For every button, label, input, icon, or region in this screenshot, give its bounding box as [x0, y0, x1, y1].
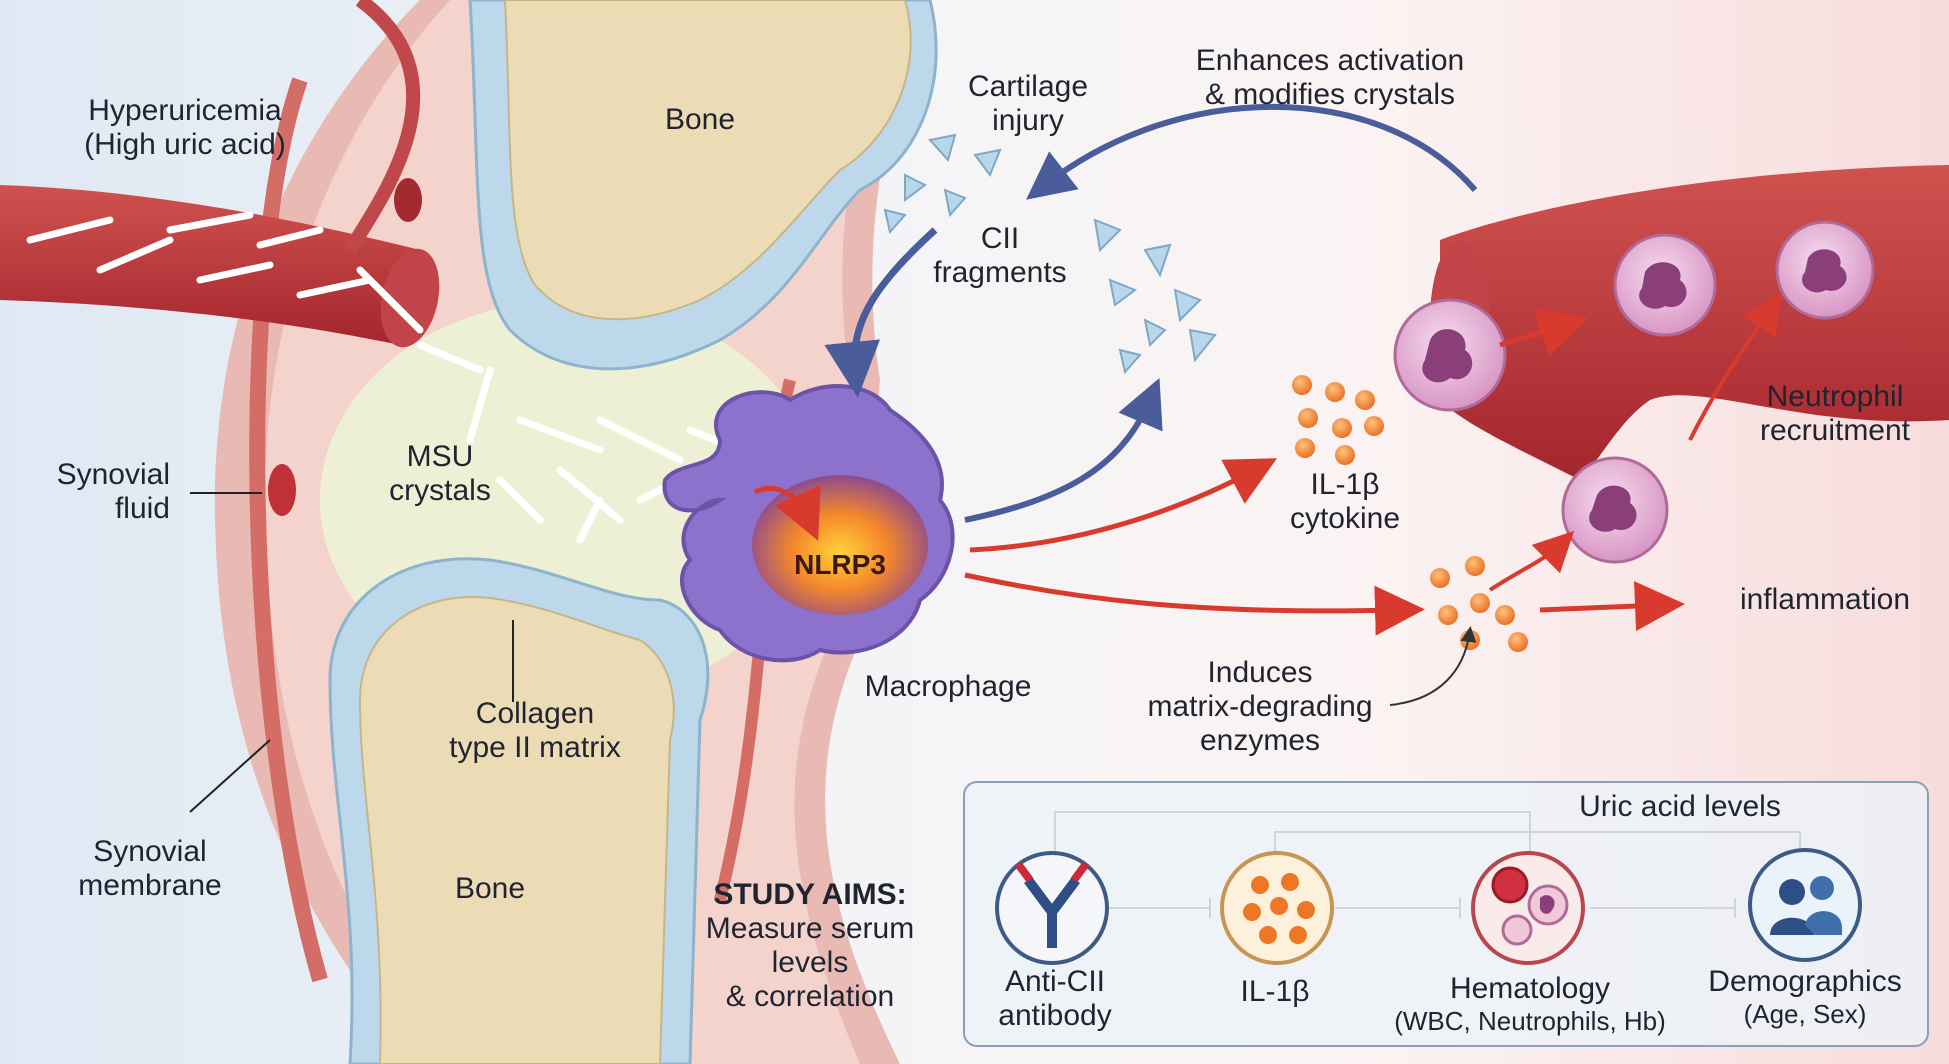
cii-fragments: [883, 133, 1217, 375]
induces-text-2: matrix-degrading: [1147, 690, 1373, 723]
cartilage-injury-label: Cartilage injury: [958, 70, 1098, 138]
anti-cii-antibody-label: Anti-CII antibody: [980, 965, 1130, 1033]
antibody-icon: [995, 851, 1109, 965]
il1b-cytokine-text-2: cytokine: [1289, 502, 1401, 535]
synovial-fluid-label: Synovial fluid: [40, 458, 170, 526]
study-aims-title: STUDY AIMS:: [713, 878, 907, 911]
cii-fragments-label: CII fragments: [925, 222, 1075, 290]
synovial-fluid-text-1: Synovial: [56, 458, 170, 491]
enhances-text-1: Enhances activation: [1195, 44, 1465, 77]
macrophage-label: Macrophage: [864, 670, 1032, 703]
synovial-membrane-label: Synovial membrane: [60, 835, 240, 903]
enhances-activation-label: Enhances activation & modifies crystals: [1170, 44, 1490, 112]
induces-text-3: enzymes: [1199, 724, 1321, 757]
il1b-cytokine-text-1: IL-1β: [1310, 468, 1380, 501]
hyperuricemia-text: Hyperuricemia: [88, 94, 282, 127]
inflammation-label: inflammation: [1739, 583, 1911, 616]
collagen-text-1: Collagen: [475, 697, 595, 730]
bone-bottom: [328, 557, 710, 1064]
neutrophils: [1393, 220, 1875, 564]
high-uric-acid-text: (High uric acid): [84, 128, 286, 161]
msu-text-1: MSU: [406, 440, 474, 473]
demographics-text-1: Demographics: [1708, 965, 1902, 998]
msu-crystals-label: MSU crystals: [380, 440, 500, 508]
nlrp3-label: NLRP3: [794, 549, 886, 580]
blood-cells-icon: [1471, 851, 1585, 965]
collagen-text-2: type II matrix: [449, 731, 621, 764]
induces-enzymes-label: Induces matrix-degrading enzymes: [1125, 656, 1395, 758]
hematology-text-2: (WBC, Neutrophils, Hb): [1394, 1006, 1666, 1036]
msu-crystals: [26, 211, 764, 544]
pathway-arrows: [753, 103, 1782, 706]
people-icon: [1748, 848, 1862, 962]
cii-fragments-text-2: fragments: [933, 256, 1067, 289]
bone-top-label: Bone: [664, 103, 736, 136]
msu-text-2: crystals: [389, 474, 491, 507]
synovial-membrane-text-2: membrane: [78, 869, 222, 902]
il1b-cytokine-label: IL-1β cytokine: [1275, 468, 1415, 536]
anti-cii-text-1: Anti-CII: [1004, 965, 1106, 998]
demographics-text-2: (Age, Sex): [1743, 999, 1867, 1029]
cartilage-injury-text-2: injury: [992, 104, 1064, 137]
enhances-text-2: & modifies crystals: [1204, 78, 1456, 111]
synovial-fluid-text-2: fluid: [114, 492, 170, 525]
cartilage-injury-text-1: Cartilage: [967, 70, 1089, 103]
demographics-label: Demographics (Age, Sex): [1700, 965, 1910, 1029]
cii-fragments-text-1: CII: [980, 222, 1020, 255]
uric-acid-levels-label: Uric acid levels: [1579, 790, 1781, 823]
anti-cii-text-2: antibody: [998, 999, 1112, 1032]
synovial-membrane-text-1: Synovial: [93, 835, 207, 868]
blood-vessel-left: [0, 0, 440, 516]
study-aims-line-3: & correlation: [725, 980, 895, 1013]
study-aims-line-1: Measure serum: [705, 912, 915, 945]
hematology-label: Hematology (WBC, Neutrophils, Hb): [1375, 972, 1685, 1036]
leader-lines: [189, 492, 514, 813]
study-aims-line-2: levels: [771, 946, 849, 979]
cytokine-icon: [1220, 851, 1334, 965]
neutrophil-recruitment-label: Neutrophil recruitment: [1745, 380, 1925, 448]
bone-bottom-label: Bone: [454, 872, 526, 905]
study-aims-text: STUDY AIMS: Measure serum levels & corre…: [695, 878, 925, 1014]
bone-top: [468, 0, 938, 371]
induces-text-1: Induces: [1207, 656, 1313, 689]
neutrophil-text-1: Neutrophil: [1766, 380, 1904, 413]
il1b-study-label: IL-1β: [1240, 975, 1310, 1008]
hematology-text-1: Hematology: [1449, 972, 1611, 1005]
hyperuricemia-label: Hyperuricemia (High uric acid): [70, 94, 300, 162]
il1b-cytokine-dots: [1292, 375, 1528, 652]
collagen-matrix-label: Collagen type II matrix: [435, 697, 635, 765]
neutrophil-text-2: recruitment: [1759, 414, 1911, 447]
